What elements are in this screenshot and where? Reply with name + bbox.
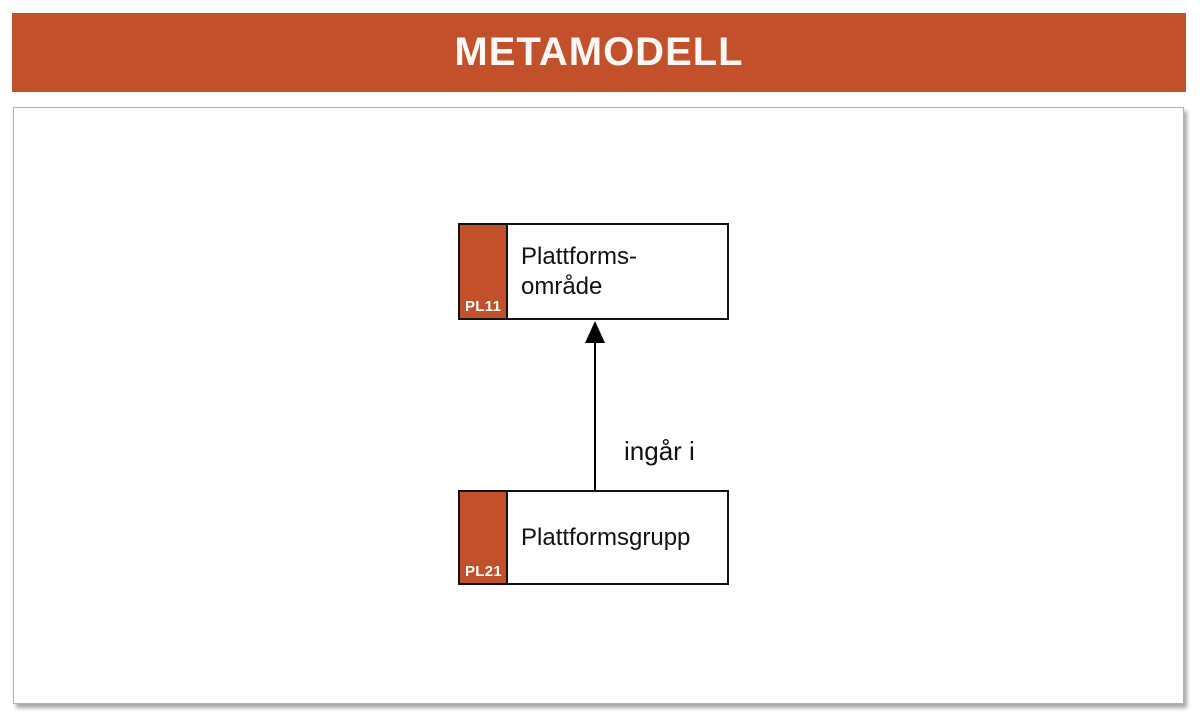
entity-label-line: område	[521, 272, 603, 300]
entity-node-plattformsomrade: PL11 Plattforms- område	[458, 223, 729, 320]
entity-label-line: Plattformsgrupp	[521, 523, 691, 551]
arrowhead-icon	[585, 321, 605, 343]
page-title: METAMODELL	[454, 30, 744, 74]
relation-label: ingår i	[624, 436, 695, 466]
entity-tab: PL21	[460, 492, 508, 583]
entity-code-badge: PL11	[465, 298, 502, 315]
entity-node-plattformsgrupp: PL21 Plattformsgrupp	[458, 490, 729, 585]
entity-code-badge: PL21	[465, 563, 503, 580]
diagram-canvas: ingår i	[13, 107, 1184, 704]
entity-label: Plattformsgrupp	[508, 492, 727, 583]
entity-label: Plattforms- område	[508, 225, 727, 318]
header-band: METAMODELL	[12, 13, 1186, 92]
entity-tab: PL11	[460, 225, 508, 318]
entity-label-line: Plattforms-	[521, 242, 638, 270]
relation-line	[594, 342, 596, 490]
